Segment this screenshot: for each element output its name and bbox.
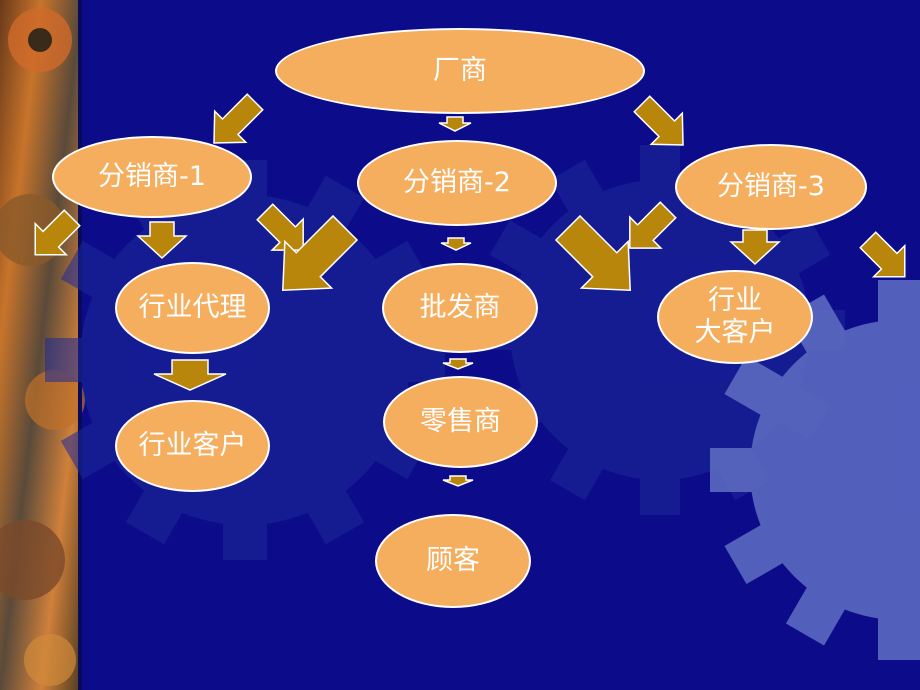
node-distributor-3: 分销商-3	[675, 144, 867, 230]
arrow-distributor-3-out-left	[629, 201, 677, 249]
arrow-manufacturer-to-distributor-3	[633, 95, 684, 146]
arrow-manufacturer-to-distributor-2	[438, 116, 472, 132]
arrow-distributor-2-to-wholesaler	[440, 237, 472, 251]
node-customer: 顾客	[375, 514, 531, 608]
arrow-distributor-1-to-industry-agent	[136, 221, 188, 260]
arrow-distributor-3-out-left-large	[554, 214, 632, 292]
node-wholesaler: 批发商	[382, 263, 538, 353]
arrow-wholesaler-to-retailer	[442, 358, 474, 370]
arrow-distributor-1-out-left	[34, 209, 81, 256]
arrow-distributor-1-out-right-large	[281, 214, 359, 292]
node-distributor-1: 分销商-1	[52, 136, 252, 218]
node-distributor-2: 分销商-2	[357, 140, 557, 226]
node-manufacturer: 厂商	[275, 28, 645, 114]
arrow-industry-agent-to-industry-customer	[153, 359, 227, 391]
arrow-retailer-to-customer	[442, 475, 474, 487]
node-industry-customer: 行业客户	[115, 400, 270, 492]
node-retailer: 零售商	[383, 376, 538, 468]
node-industry-key-account: 行业 大客户	[657, 270, 813, 364]
arrow-distributor-3-to-key-account	[729, 229, 781, 266]
arrow-manufacturer-to-distributor-1	[213, 93, 264, 144]
arrow-distributor-3-out-right	[859, 231, 906, 278]
node-industry-agent: 行业代理	[115, 262, 270, 354]
